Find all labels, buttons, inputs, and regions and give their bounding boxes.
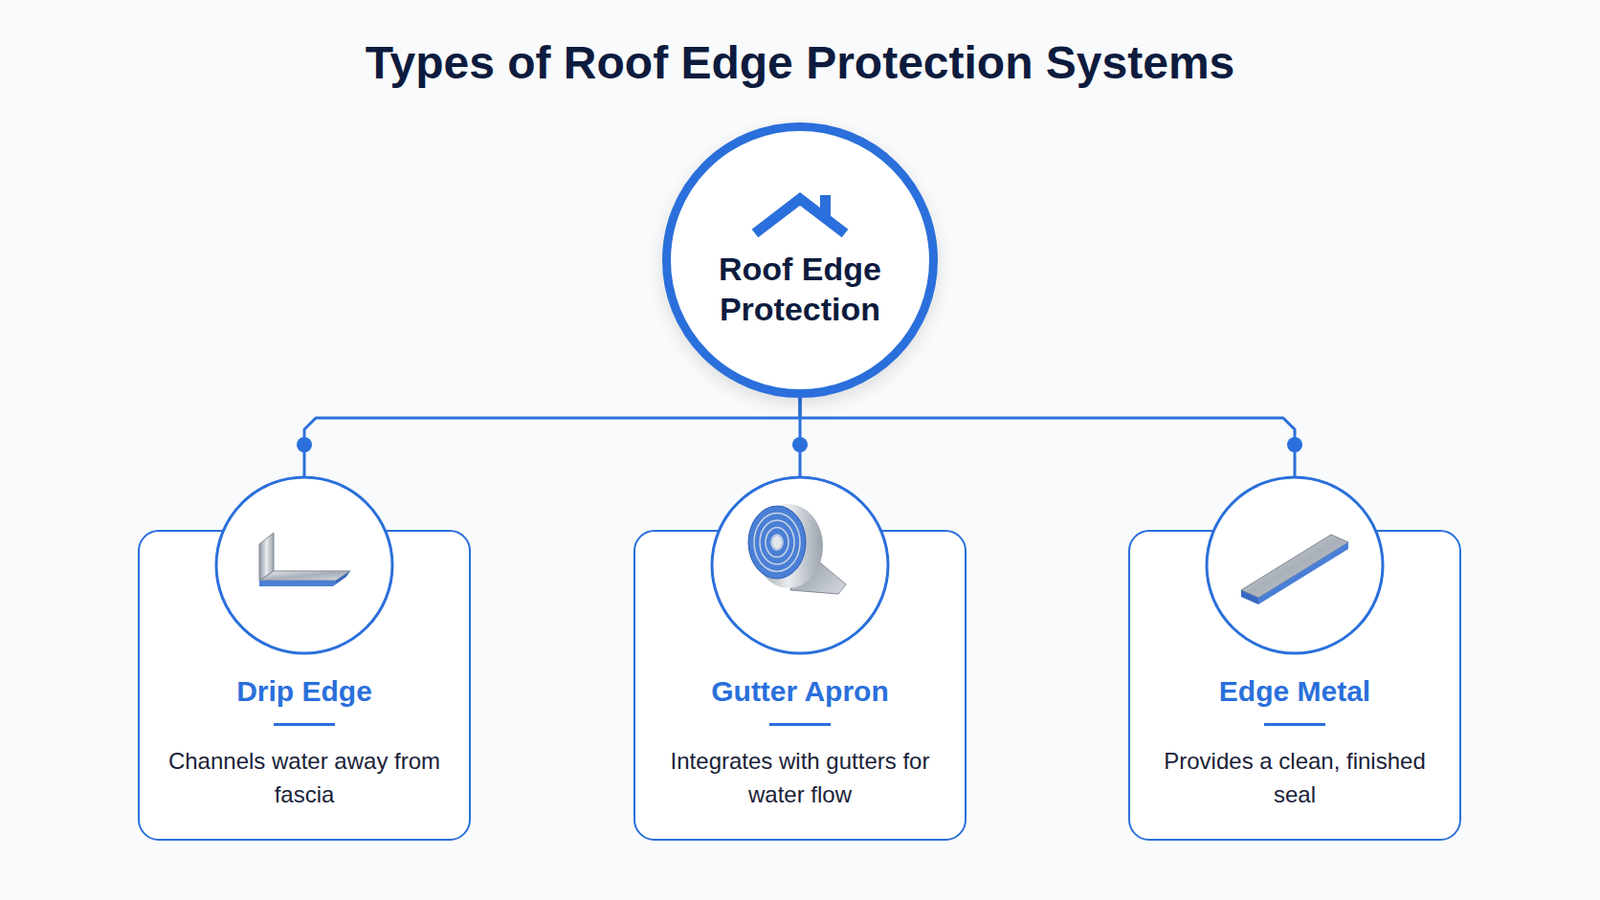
heading-underline [769,723,831,727]
hub-circle: Roof Edge Protection [662,122,938,399]
branch-connector [304,398,800,531]
product-icon [1197,467,1393,664]
product-icon [206,467,402,664]
product-icon [702,467,898,664]
card-heading: Drip Edge [139,675,469,709]
card-description: Integrates with gutters for water flow [635,745,965,813]
card-heading: Edge Metal [1130,675,1460,709]
card-description: Channels water away from fascia [139,745,469,813]
hub-label: Roof Edge Protection [689,248,911,331]
heading-underline [273,723,335,727]
diagram-title: Types of Roof Edge Protection Systems [0,36,1600,89]
type-card: Gutter ApronIntegrates with gutters for … [633,530,967,842]
type-card: Edge MetalProvides a clean, finished sea… [1128,530,1462,842]
branch-connector [800,398,1295,531]
type-card: Drip EdgeChannels water away from fascia [137,530,471,842]
heading-underline [1264,723,1326,727]
junction-dot [792,437,808,453]
card-heading: Gutter Apron [635,675,965,709]
junction-dot [296,437,312,453]
junction-dot [1287,437,1303,453]
card-description: Provides a clean, finished seal [1130,745,1460,813]
house-icon [747,191,853,240]
